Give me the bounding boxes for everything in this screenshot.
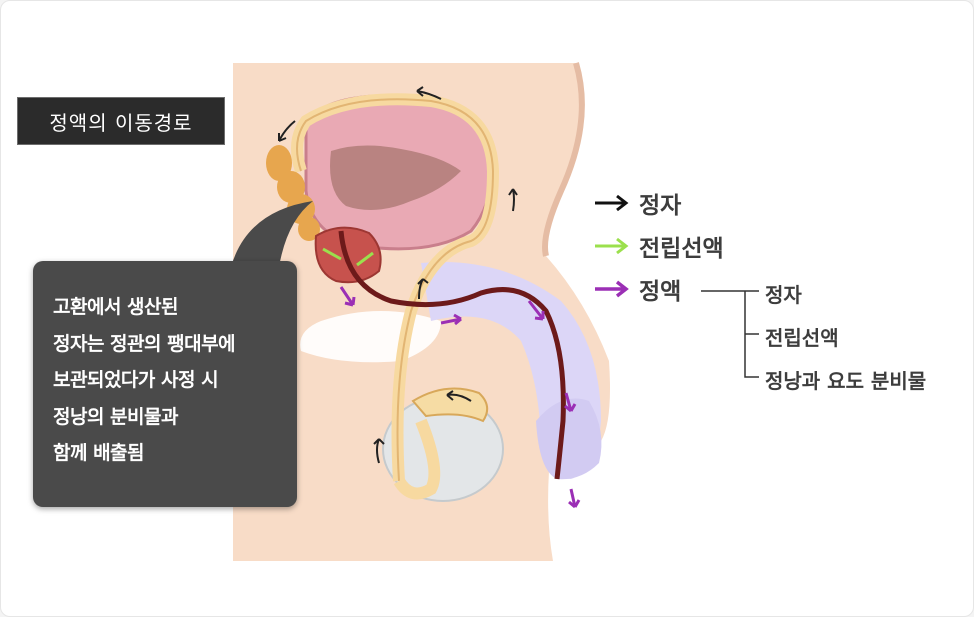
callout-line: 정자는 정관의 팽대부에 (53, 332, 236, 355)
legend-label: 전립선액 (639, 236, 724, 262)
bladder-inner (330, 145, 461, 210)
legend-label: 정자 (639, 193, 682, 219)
semen-component: 전립선액 (765, 326, 839, 350)
callout-line: 보관되었다가 사정 시 (53, 369, 219, 391)
semen-component: 정낭과 요도 분비물 (765, 369, 927, 393)
legend-item-pre-ejaculate: 전립선액 (593, 230, 724, 262)
green-flow-arrow (356, 251, 374, 267)
urethra (338, 230, 566, 480)
skin-outline (542, 62, 585, 257)
legend-label: 정액 (639, 279, 682, 305)
semen-components-bracket (701, 290, 759, 378)
penis-glans (536, 398, 602, 480)
purple-arrow-icon (595, 280, 629, 298)
callout-line: 함께 배출됨 (53, 442, 145, 464)
black-arrow-icon (595, 194, 629, 212)
semen-component: 정자 (765, 283, 802, 307)
vas-lower-loop (393, 418, 441, 500)
green-arrow-icon (595, 237, 629, 255)
callout-box: 고환에서 생산된 정자는 정관의 팽대부에 보관되었다가 사정 시 정낭의 분비… (33, 261, 297, 507)
green-flow-arrow (322, 247, 342, 261)
callout-line: 고환에서 생산된 (53, 296, 178, 318)
epididymis (411, 387, 489, 423)
callout-line: 정낭의 분비물과 (53, 405, 178, 428)
callout-tail (231, 201, 313, 267)
diagram-title: 정액의 이동경로 (17, 97, 225, 145)
sperm-flow-arrows (278, 86, 518, 464)
vas-deferens-edge (296, 98, 495, 482)
legend-item-semen: 정액 (593, 273, 681, 305)
legend-item-sperm: 정자 (593, 187, 681, 219)
semen-flow-arrows (339, 286, 581, 509)
